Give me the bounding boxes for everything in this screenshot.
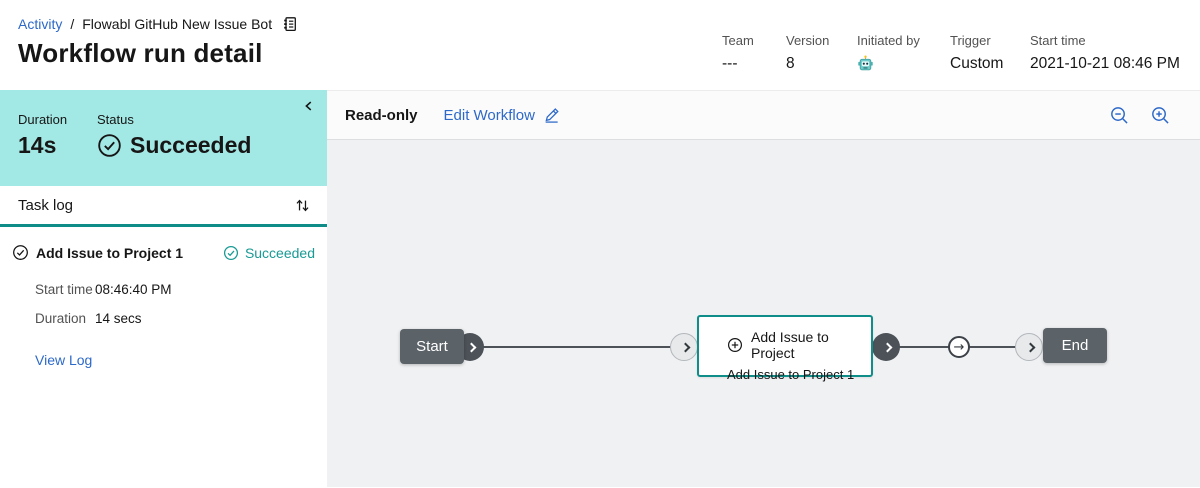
task-status-text: Succeeded	[244, 244, 315, 261]
task-duration-row: Duration 14 secs	[35, 311, 315, 326]
zoom-controls	[1108, 104, 1172, 127]
view-log-link[interactable]: View Log	[35, 352, 93, 368]
breadcrumb-current: Flowabl GitHub New Issue Bot	[82, 16, 273, 32]
meta-trigger-label: Trigger	[950, 33, 991, 48]
run-sidebar: Duration 14s Status Succeeded Task log	[0, 90, 327, 488]
start-node[interactable]: Start	[400, 329, 464, 364]
meta-team-value: ---	[722, 55, 738, 72]
edge-connector-to-end	[959, 346, 1029, 348]
status-label: Status	[97, 112, 134, 127]
breadcrumb: Activity / Flowabl GitHub New Issue Bot	[18, 16, 298, 32]
meta-trigger-value: Custom	[950, 55, 1004, 72]
task-output-port	[872, 333, 900, 361]
robot-icon	[857, 55, 950, 72]
meta-version: Version 8	[786, 33, 857, 73]
arrow-right-icon: →	[953, 339, 965, 355]
meta-team-label: Team	[722, 33, 754, 48]
chevron-right-icon	[882, 342, 892, 352]
check-circle-icon	[97, 133, 122, 158]
end-input-port	[1015, 333, 1043, 361]
pencil-icon	[543, 107, 560, 124]
task-start-time-row: Start time 08:46:40 PM	[35, 282, 315, 297]
meta-version-label: Version	[786, 33, 830, 48]
task-start-time-label: Start time	[35, 282, 93, 297]
status-value: Succeeded	[130, 132, 252, 158]
workflow-canvas: Read-only Edit Workflow	[327, 90, 1200, 488]
meta-version-value: 8	[786, 55, 795, 72]
meta-start-time: Start time 2021-10-21 08:46 PM	[1030, 33, 1180, 73]
status-stat: Status Succeeded	[97, 112, 251, 186]
task-node[interactable]: Add Issue to Project Add Issue to Projec…	[697, 315, 873, 382]
sort-button[interactable]	[292, 195, 313, 216]
task-details: Start time 08:46:40 PM Duration 14 secs	[35, 282, 315, 326]
zoom-in-button[interactable]	[1149, 104, 1172, 127]
duration-value: 14s	[18, 132, 57, 158]
meta-initiated-by: Initiated by	[857, 33, 950, 73]
edit-workflow-label: Edit Workflow	[443, 106, 535, 124]
meta-start-time-label: Start time	[1030, 33, 1086, 48]
canvas-toolbar: Read-only Edit Workflow	[327, 90, 1200, 140]
task-duration-value: 14 secs	[95, 311, 142, 326]
breadcrumb-separator: /	[70, 16, 75, 32]
workflow-diagram: Start Add Issue to Project Add Issue to …	[327, 140, 1200, 487]
check-circle-icon	[12, 244, 29, 261]
end-node[interactable]: End	[1043, 328, 1107, 363]
add-circle-icon	[727, 337, 743, 353]
task-status-badge: Succeeded	[223, 245, 315, 261]
run-summary-panel: Duration 14s Status Succeeded	[0, 90, 327, 186]
task-log-title: Task log	[18, 196, 74, 214]
page-title: Workflow run detail	[18, 38, 263, 68]
collapse-sidebar-button[interactable]	[299, 96, 319, 116]
task-start-time-value: 08:46:40 PM	[95, 282, 172, 297]
task-name: Add Issue to Project 1	[36, 244, 184, 261]
zoom-out-button[interactable]	[1108, 104, 1131, 127]
task-log-header: Task log	[0, 186, 327, 227]
zoom-in-icon	[1150, 105, 1171, 126]
meta-initiated-by-label: Initiated by	[857, 33, 920, 48]
task-node-title: Add Issue to Project	[751, 329, 829, 361]
chevron-left-icon	[302, 99, 316, 113]
edge-task-to-connector	[886, 346, 959, 348]
task-duration-label: Duration	[35, 311, 87, 326]
breadcrumb-activity-link[interactable]: Activity	[18, 16, 63, 32]
duration-stat: Duration 14s	[18, 112, 97, 186]
chevron-right-icon	[466, 342, 476, 352]
arrow-connector-node: →	[948, 336, 970, 358]
catalog-icon	[282, 16, 298, 32]
meta-trigger: Trigger Custom	[950, 33, 1030, 73]
check-circle-icon	[223, 245, 239, 261]
edit-workflow-link[interactable]: Edit Workflow	[444, 107, 560, 124]
task-node-subtitle: Add Issue to Project 1	[727, 367, 855, 382]
readonly-label: Read-only	[345, 106, 418, 124]
page-header: Activity / Flowabl GitHub New Issue Bot …	[0, 0, 1200, 90]
sort-arrows-icon	[294, 197, 311, 214]
meta-team: Team ---	[722, 33, 786, 73]
task-log-item[interactable]: Add Issue to Project 1 Succeeded Start t…	[0, 227, 327, 370]
zoom-out-icon	[1109, 105, 1130, 126]
edge-start-to-task	[470, 346, 684, 348]
task-node-title-row: Add Issue to Project	[727, 329, 871, 361]
chevron-right-icon	[680, 342, 690, 352]
meta-start-time-value: 2021-10-21 08:46 PM	[1030, 55, 1180, 72]
duration-label: Duration	[18, 112, 68, 127]
run-metadata: Team --- Version 8 Initiated by	[722, 33, 1180, 73]
chevron-right-icon	[1025, 342, 1035, 352]
task-head: Add Issue to Project 1 Succeeded	[12, 244, 315, 261]
task-input-port	[670, 333, 698, 361]
status-value-row: Succeeded	[97, 132, 251, 159]
